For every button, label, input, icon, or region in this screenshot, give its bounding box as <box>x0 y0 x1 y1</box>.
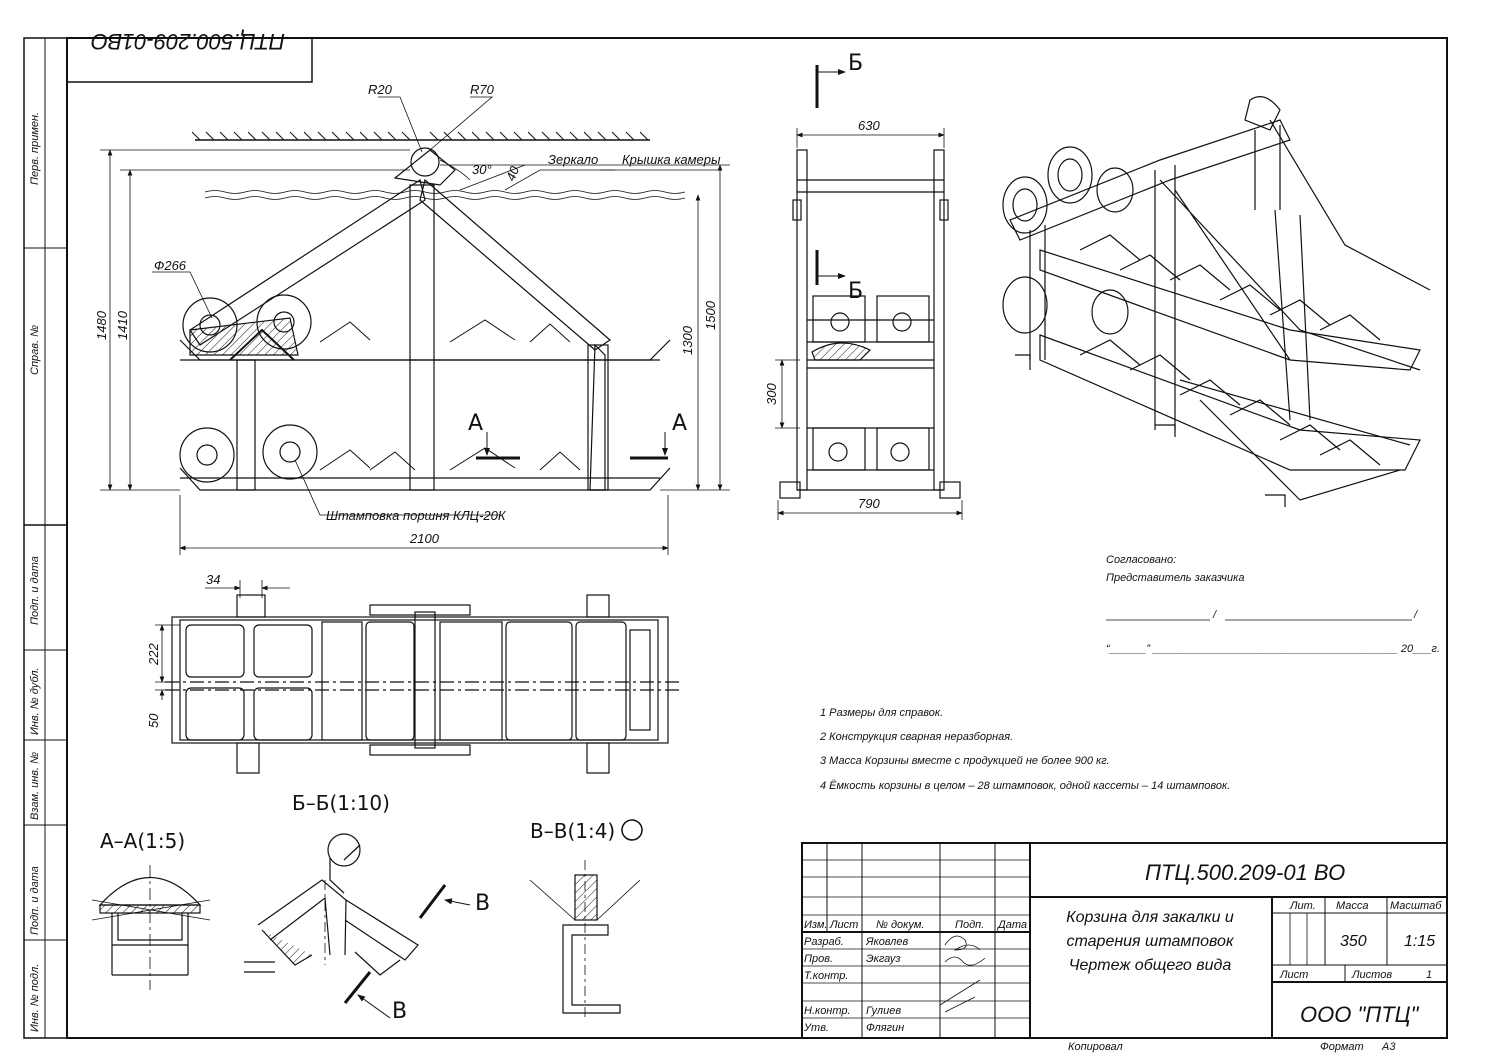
stamp-code-box: ПТЦ.500.209-01ВО <box>66 29 313 83</box>
name-prov: Экгауз <box>866 953 901 965</box>
height-1410-label: 1410 <box>115 310 130 340</box>
side-view-labels: 630 790 300 <box>764 118 880 511</box>
title-block-text: ПТЦ.500.209-01 ВО Корзина для закалки и … <box>803 860 1442 1034</box>
dim-222-label: 222 <box>146 643 161 666</box>
section-bb-title: Б–Б(1:10) <box>292 791 390 815</box>
height-1480-label: 1480 <box>94 310 109 340</box>
width-790-label: 790 <box>858 496 880 511</box>
approval-slash: / <box>1212 609 1217 621</box>
doc-title-line-1: Корзина для закалки и <box>1066 909 1234 926</box>
col-list: Лист <box>829 919 858 931</box>
height-300-label: 300 <box>764 383 779 405</box>
dim-40-label: 40 <box>503 163 523 183</box>
note-4: 4 Ёмкость корзины в целом – 28 штамповок… <box>820 780 1230 792</box>
section-aa-title: А–А(1:5) <box>100 829 185 853</box>
notes-list: 1 Размеры для справок. 2 Конструкция сва… <box>819 707 1230 792</box>
section-bb: Б–Б(1:10) В В <box>244 791 490 1024</box>
radius-r20-label: R20 <box>368 82 393 97</box>
mirror-label: Зеркало <box>548 152 598 167</box>
company-name: ООО "ПТЦ" <box>1300 1002 1420 1027</box>
diameter-label: Ф266 <box>154 258 187 273</box>
approval-slash-end: / <box>1413 609 1418 621</box>
scale-label: Масштаб <box>1390 900 1442 912</box>
isometric-view <box>1002 96 1431 507</box>
approval-block: Согласовано: Представитель заказчика / /… <box>1106 554 1440 655</box>
stamp-code: ПТЦ.500.209-01ВО <box>91 29 285 54</box>
note-1: 1 Размеры для справок. <box>820 707 943 719</box>
note-3: 3 Масса Корзины вместе с продукцией не б… <box>820 755 1110 767</box>
role-prov: Пров. <box>804 953 833 965</box>
col-date: Дата <box>996 919 1027 931</box>
section-a-right-letter: А <box>672 411 687 436</box>
doc-number: ПТЦ.500.209-01 ВО <box>1145 860 1345 885</box>
strip-label-podp-data-2: Подп. и дата <box>29 866 41 935</box>
name-utv: Флягин <box>866 1022 904 1034</box>
width-2100-label: 2100 <box>409 531 440 546</box>
section-b-markers: Б Б <box>815 51 863 304</box>
side-view <box>779 149 961 499</box>
height-1500-label: 1500 <box>703 300 718 330</box>
mass-value: 350 <box>1340 933 1367 950</box>
strip-label-podp-data-1: Подп. и дата <box>29 556 41 625</box>
angle-30-label: 30° <box>472 162 492 177</box>
sheet-frame <box>23 37 1448 1039</box>
section-b-mid-letter: Б <box>848 279 863 304</box>
name-razrab: Яковлев <box>865 936 909 948</box>
chamber-lid-label: Крышка камеры <box>622 152 721 167</box>
front-view-labels: R20 R70 30° 40 Зеркало Крышка камеры Ф26… <box>94 82 721 546</box>
role-utv: Утв. <box>803 1022 829 1034</box>
strip-label-perv-primen: Перв. примен. <box>29 112 41 185</box>
section-vv: В–В(1:4) <box>529 819 643 1020</box>
mass-label: Масса <box>1336 900 1369 912</box>
dim-50-label: 50 <box>146 713 161 728</box>
sheets-value: 1 <box>1426 969 1432 981</box>
front-view <box>179 131 686 491</box>
note-2: 2 Конструкция сварная неразборная. <box>819 731 1013 743</box>
role-nkontr: Н.контр. <box>804 1005 851 1017</box>
format-label: Формат <box>1320 1041 1364 1053</box>
side-view-dimensions <box>775 128 963 520</box>
lit-label: Лит. <box>1289 900 1316 912</box>
copied-label: Копировал <box>1068 1041 1123 1053</box>
section-a-markers: А А <box>468 411 687 460</box>
name-nkontr: Гулиев <box>866 1005 901 1017</box>
radius-r70-label: R70 <box>470 82 495 97</box>
col-docnum: № докум. <box>876 919 924 931</box>
sheets-label: Листов <box>1351 969 1392 981</box>
section-v-lower-letter: В <box>392 999 407 1024</box>
footer-labels: Копировал Формат А3 <box>1068 1041 1396 1053</box>
col-izm: Изм. <box>804 919 827 931</box>
width-630-label: 630 <box>858 118 880 133</box>
strip-label-sprav-no: Справ. № <box>29 325 41 375</box>
top-view-dimensions <box>155 580 290 700</box>
section-aa: А–А(1:5) <box>91 829 211 990</box>
role-tkontr: Т.контр. <box>804 970 848 982</box>
dim-34-label: 34 <box>206 572 220 587</box>
strip-label-vzam-inv: Взам. инв. № <box>29 752 41 820</box>
section-v-upper-letter: В <box>475 891 490 916</box>
scale-value: 1:15 <box>1404 933 1435 950</box>
approval-representative: Представитель заказчика <box>1106 572 1244 584</box>
section-a-left-letter: А <box>468 411 483 436</box>
front-view-dimensions <box>100 96 730 555</box>
section-b-top-letter: Б <box>848 51 863 76</box>
section-vv-title: В–В(1:4) <box>530 819 615 843</box>
stamping-note-label: Штамповка поршня КЛЦ-20К <box>326 508 507 523</box>
sheet-label: Лист <box>1279 969 1308 981</box>
doc-title-line-3: Чертеж общего вида <box>1069 957 1232 974</box>
role-razrab: Разраб. <box>804 936 844 948</box>
height-1300-label: 1300 <box>680 325 695 355</box>
left-strip-labels: Перв. примен. Справ. № Подп. и дата Инв.… <box>29 112 41 1032</box>
col-sign: Подп. <box>955 919 984 931</box>
approval-agreed: Согласовано: <box>1106 554 1176 566</box>
approval-date-line: “______” _______________________________… <box>1106 643 1440 655</box>
strip-label-inv-podl: Инв. № подл. <box>29 964 41 1032</box>
top-view-labels: 34 222 50 <box>146 572 220 728</box>
format-value: А3 <box>1381 1041 1396 1053</box>
strip-label-inv-dubl: Инв. № дубл. <box>29 667 41 735</box>
top-view <box>165 594 680 774</box>
doc-title-line-2: старения штамповок <box>1067 933 1235 950</box>
title-block <box>801 842 1448 1039</box>
